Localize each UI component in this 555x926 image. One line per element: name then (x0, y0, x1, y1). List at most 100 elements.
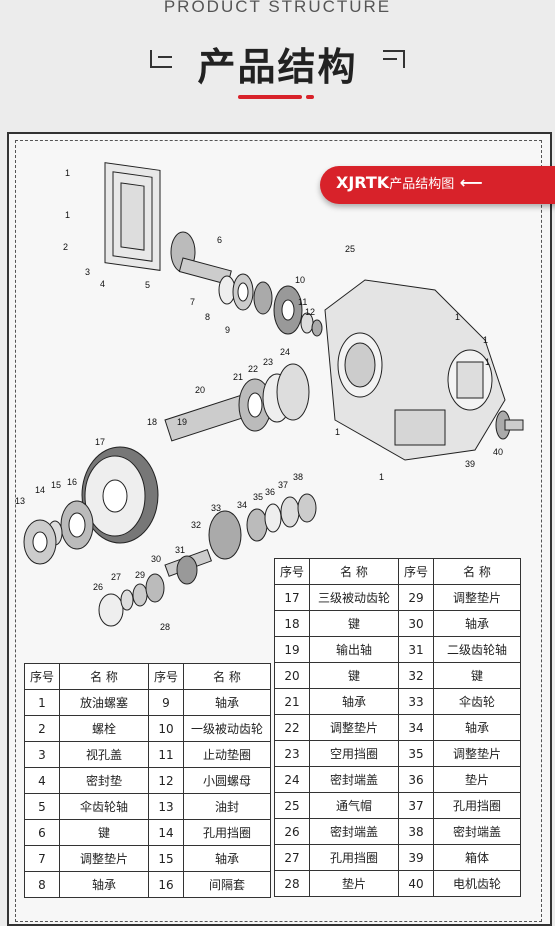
part-name: 伞齿轮 (433, 688, 521, 715)
callout: 1 (483, 335, 488, 345)
callout: 12 (305, 307, 315, 317)
part-name: 调整垫片 (433, 584, 521, 611)
output-shaft (164, 363, 310, 442)
part-name: 孔用挡圈 (309, 844, 399, 871)
part-number: 3 (24, 741, 60, 768)
callout: 1 (485, 357, 490, 367)
part-number: 27 (274, 844, 310, 871)
part-number: 17 (274, 584, 310, 611)
page-title: 产品结构 (197, 45, 358, 89)
part-number: 32 (398, 662, 434, 689)
callout: 26 (93, 582, 103, 592)
part-name: 密封端盖 (309, 818, 399, 845)
table-header-row: 序号名 称序号名 称 (274, 558, 521, 585)
part-name: 轴承 (59, 871, 149, 898)
callout: 19 (177, 417, 187, 427)
part-name: 输出轴 (309, 636, 399, 663)
part-name: 三级被动齿轮 (309, 584, 399, 611)
callout-labels: 1 1 2 3 4 5 6 7 8 9 10 11 12 25 1 1 1 1 … (15, 168, 503, 632)
part-name: 调整垫片 (59, 845, 149, 872)
part-name: 调整垫片 (309, 714, 399, 741)
model-tag-text: 产品结构图 (389, 177, 455, 192)
callout: 2 (63, 242, 68, 252)
callout: 4 (100, 279, 105, 289)
part-name: 轴承 (183, 845, 271, 872)
callout: 17 (95, 437, 105, 447)
part-number: 26 (274, 818, 310, 845)
part-name: 键 (309, 662, 399, 689)
part-name: 调整垫片 (433, 740, 521, 767)
callout: 39 (465, 459, 475, 469)
part-number: 30 (398, 610, 434, 637)
callout: 16 (67, 477, 77, 487)
title-bracket-left (150, 50, 172, 68)
second-stage-gear-shaft (164, 548, 213, 585)
part-number: 19 (274, 636, 310, 663)
part-number: 9 (148, 689, 184, 716)
exploded-view-diagram: 1 1 2 3 4 5 6 7 8 9 10 11 12 25 1 1 1 1 … (15, 162, 524, 632)
part-name: 键 (59, 819, 149, 846)
part-name: 垫片 (309, 870, 399, 897)
part-number: 12 (148, 767, 184, 794)
part-number: 14 (148, 819, 184, 846)
part-name: 键 (433, 662, 521, 689)
part-number: 11 (148, 741, 184, 768)
gearbox-housing (324, 279, 506, 461)
table-header-row: 序号名 称序号名 称 (24, 663, 271, 690)
part-number: 29 (398, 584, 434, 611)
header-part-name: 名 称 (309, 558, 399, 585)
callout: 38 (293, 472, 303, 482)
title-bracket-right (383, 50, 405, 68)
part-name: 螺栓 (59, 715, 149, 742)
part-name: 放油螺塞 (59, 689, 149, 716)
part-number: 35 (398, 740, 434, 767)
part-name: 箱体 (433, 844, 521, 871)
part-number: 20 (274, 662, 310, 689)
part-number: 25 (274, 792, 310, 819)
part-name: 间隔套 (183, 871, 271, 898)
header-serial-number: 序号 (24, 663, 60, 690)
part-number: 40 (398, 870, 434, 897)
title-underline (238, 95, 302, 99)
inspection-cover (104, 162, 161, 271)
callout: 11 (298, 297, 307, 307)
part-number: 5 (24, 793, 60, 820)
header-part-name: 名 称 (183, 663, 271, 690)
callout: 9 (225, 325, 230, 335)
part-name: 小圆螺母 (183, 767, 271, 794)
part-number: 4 (24, 767, 60, 794)
part-name: 孔用挡圈 (183, 819, 271, 846)
part-name: 轴承 (433, 714, 521, 741)
callout: 34 (237, 500, 247, 510)
callout: 1 (455, 312, 460, 322)
left-bearings (23, 500, 94, 565)
callout: 18 (147, 417, 157, 427)
model-name: XJRTK (336, 173, 390, 192)
callout: 25 (345, 244, 355, 254)
callout: 31 (175, 545, 185, 555)
part-name: 油封 (183, 793, 271, 820)
callout: 20 (195, 385, 205, 395)
bevel-gear-assembly (208, 493, 317, 560)
callout: 13 (15, 496, 25, 506)
part-number: 6 (24, 819, 60, 846)
upper-bearings (218, 273, 323, 337)
part-name: 电机齿轮 (433, 870, 521, 897)
callout: 1 (65, 210, 70, 220)
callout: 23 (263, 357, 273, 367)
header-english-title: PRODUCT STRUCTURE (163, 0, 392, 14)
